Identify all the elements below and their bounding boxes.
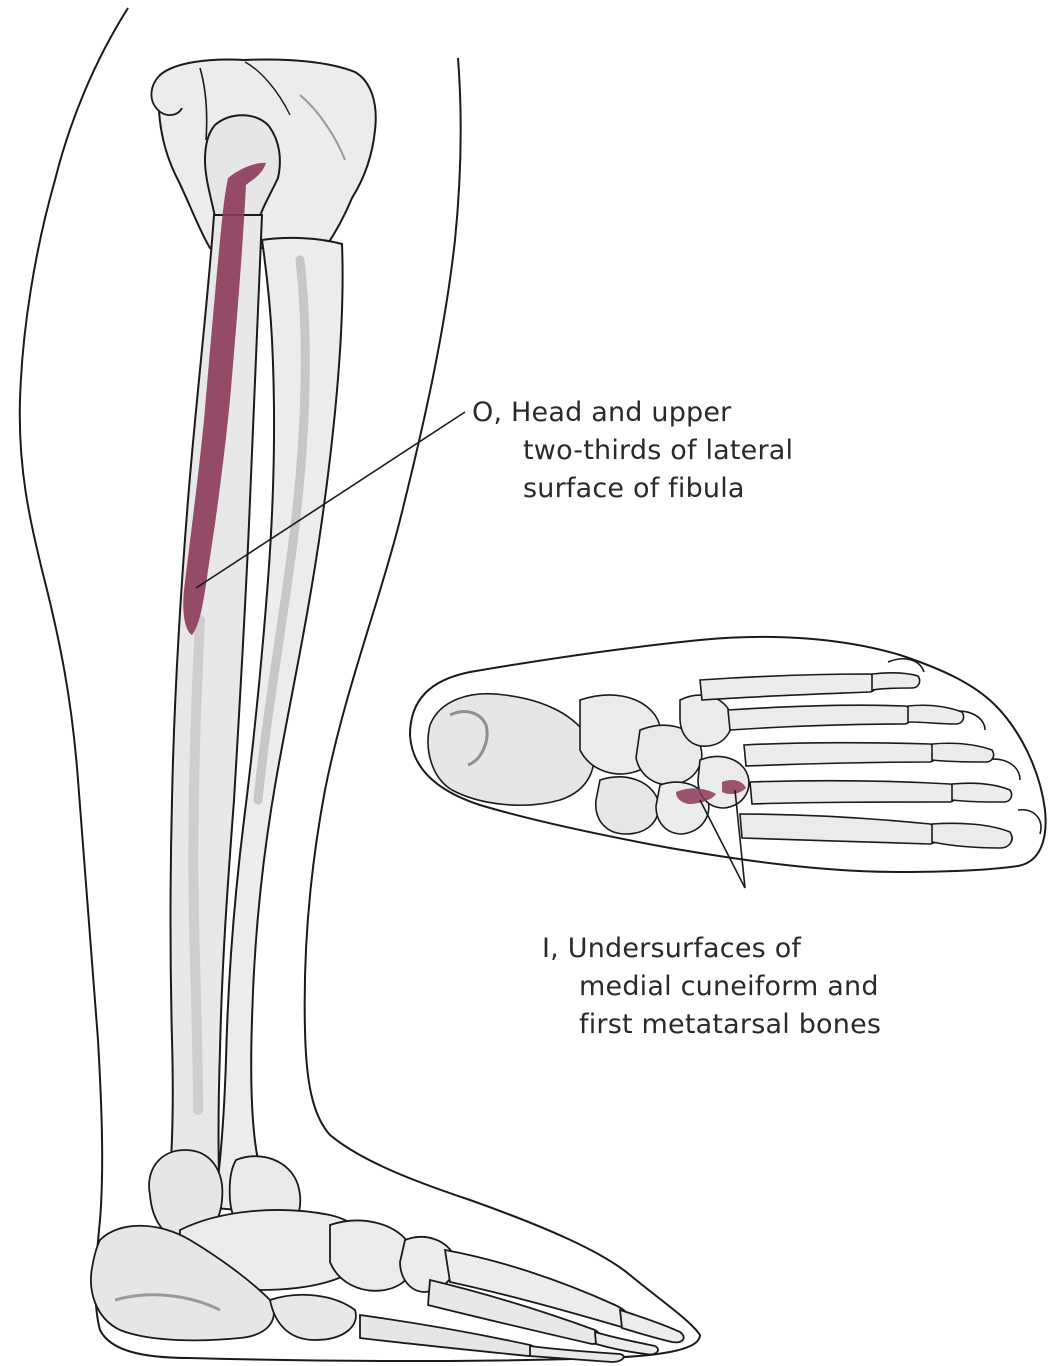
tibia-fibula-bones bbox=[151, 60, 375, 1213]
insertion-label-line-3: first metatarsal bones bbox=[542, 1006, 881, 1044]
origin-label-line-1: O, Head and upper bbox=[472, 394, 793, 432]
insertion-label-line-1: I, Undersurfaces of bbox=[542, 930, 881, 968]
insertion-label-line-2: medial cuneiform and bbox=[542, 968, 881, 1006]
origin-label-line-2: two-thirds of lateral bbox=[472, 432, 793, 470]
insertion-label: I, Undersurfaces of medial cuneiform and… bbox=[542, 930, 881, 1044]
origin-label-line-3: surface of fibula bbox=[472, 470, 793, 508]
plantar-foot-view bbox=[410, 637, 1046, 872]
origin-label: O, Head and upper two-thirds of lateral … bbox=[472, 394, 793, 508]
lateral-foot-bones bbox=[91, 1150, 684, 1362]
